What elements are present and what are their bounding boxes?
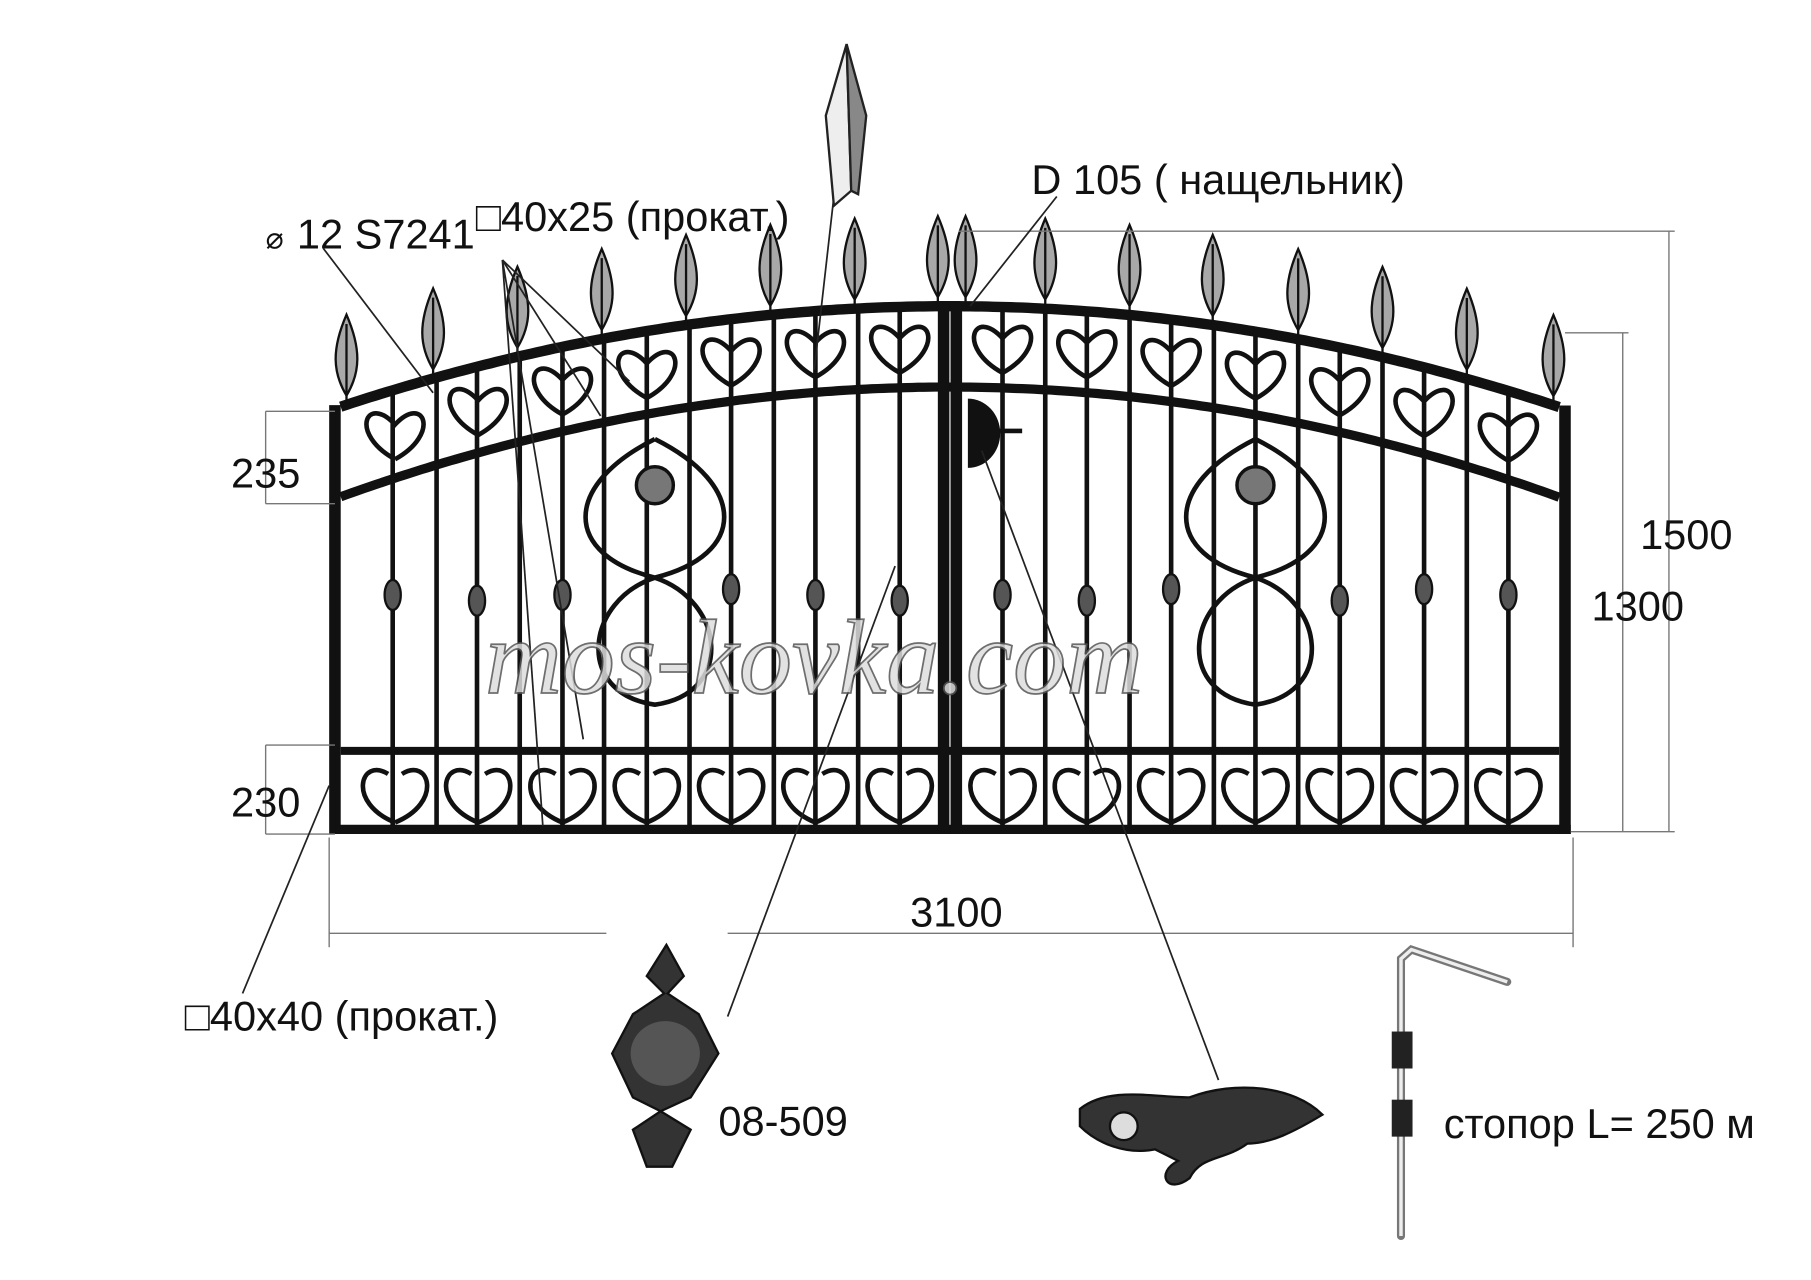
top-scroll	[1393, 387, 1455, 438]
top-scroll	[1224, 350, 1287, 401]
latch	[967, 398, 1001, 468]
top-scroll	[1309, 367, 1371, 418]
collar-code-label: 08-509	[718, 1097, 847, 1144]
top-panel-height-label: 235	[231, 450, 300, 497]
finial-code-label: 12 S7241	[297, 210, 475, 257]
finial-symbol: ⌀	[266, 222, 284, 255]
stopper-detail-icon	[1391, 944, 1512, 1241]
bottom-scroll	[360, 767, 430, 825]
top-scroll	[971, 324, 1034, 375]
bottom-scroll	[1305, 767, 1375, 825]
bar-collar	[1499, 578, 1518, 612]
bar-collar	[721, 573, 741, 606]
top-scroll	[1477, 412, 1540, 463]
cover-strip-label: D 105 ( нащельник)	[1031, 156, 1404, 203]
bar-collar	[383, 578, 402, 612]
bottom-scroll	[865, 767, 935, 825]
bottom-scroll	[612, 767, 682, 825]
bottom-scroll	[1221, 767, 1290, 825]
leader-lines	[241, 195, 1220, 1081]
top-scroll	[1056, 329, 1118, 380]
bar-collar	[806, 578, 825, 612]
bottom-scroll	[1474, 767, 1543, 825]
bottom-scroll	[1136, 767, 1206, 825]
center-ornament	[1184, 436, 1327, 708]
gate	[329, 213, 1571, 835]
bottom-scroll	[968, 767, 1037, 825]
top-scroll	[784, 328, 847, 380]
top-scroll	[531, 366, 594, 417]
bar-collar	[1330, 584, 1350, 617]
total-height-label: 1500	[1640, 511, 1732, 558]
top-rail-inner	[339, 382, 1561, 502]
top-scroll	[700, 337, 762, 388]
bottom-scroll	[528, 767, 597, 825]
bottom-scroll	[696, 767, 766, 825]
top-rail-outer	[339, 301, 1561, 412]
leaf-height-label: 1300	[1592, 582, 1684, 629]
latch-detail-icon	[1078, 1086, 1325, 1186]
bottom-panel-height-label: 230	[231, 779, 300, 826]
bottom-scroll	[1389, 767, 1459, 825]
total-width-label: 3100	[910, 888, 1002, 935]
post-profile-label: □40x40 (прокат.)	[185, 992, 499, 1039]
ornament-rosette	[1235, 465, 1276, 506]
watermark: mos-kovka.com	[485, 598, 1143, 716]
bar-collar	[1077, 584, 1097, 617]
bottom-scroll	[443, 767, 513, 825]
collar-detail-icon	[610, 942, 720, 1168]
spike-detail-icon	[824, 43, 868, 209]
stopper-label: стопор L= 250 м	[1444, 1100, 1755, 1147]
bar-collar	[890, 584, 909, 617]
top-scroll	[868, 324, 931, 375]
top-scroll	[447, 386, 509, 438]
rail-profile-label: □40x25 (прокат.)	[476, 193, 790, 240]
bar-collar	[993, 578, 1012, 612]
bar-collar	[467, 584, 487, 617]
center-ornament	[583, 436, 727, 708]
dimension-lines	[264, 230, 1675, 948]
bar-collar	[1161, 573, 1181, 606]
top-scroll	[364, 410, 426, 462]
ornament-rosette	[634, 465, 676, 506]
bar-collar	[1414, 573, 1434, 606]
top-scroll	[1140, 337, 1202, 389]
